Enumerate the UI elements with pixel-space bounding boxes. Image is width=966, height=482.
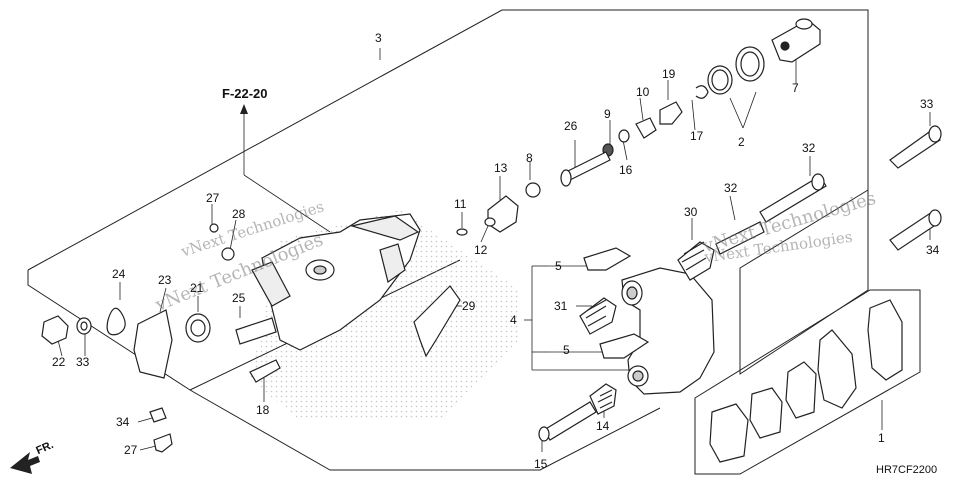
part-label-1[interactable]: 1 <box>878 431 885 445</box>
part-label-11[interactable]: 12 <box>474 243 488 257</box>
part-label-29a[interactable]: 30 <box>684 205 698 219</box>
reference-label[interactable]: F-22-20 <box>222 86 268 101</box>
part-label-14[interactable]: 15 <box>534 457 548 471</box>
part-label-12[interactable]: 13 <box>494 161 508 175</box>
slide-pins <box>538 125 942 442</box>
part-label-17[interactable]: 18 <box>256 403 270 417</box>
part-label-13[interactable]: 14 <box>596 419 610 433</box>
part-label-19[interactable]: 21 <box>190 281 204 295</box>
part-label-thirty-three[interactable]: 33 <box>76 355 90 369</box>
part-label-16[interactable]: 17 <box>690 129 704 143</box>
part-label-5a[interactable]: 5 <box>555 259 562 273</box>
reference-arrow <box>240 104 248 114</box>
part-label-3[interactable]: 3 <box>375 31 382 45</box>
part-label-23[interactable]: 25 <box>232 291 246 305</box>
part-label-9[interactable]: 10 <box>636 85 650 99</box>
part-label-30[interactable]: 32 <box>724 181 738 195</box>
caliper-bracket <box>621 267 715 395</box>
part-label-4[interactable]: 4 <box>510 313 517 327</box>
small-parts <box>41 223 281 453</box>
part-label-22[interactable]: 24 <box>112 267 126 281</box>
part-label-18[interactable]: 19 <box>662 67 676 81</box>
part-label-15[interactable]: 16 <box>619 163 633 177</box>
clips <box>583 247 650 359</box>
part-label-6[interactable]: 7 <box>792 81 799 95</box>
part-label-20[interactable]: 22 <box>52 355 66 369</box>
fr-arrow-icon <box>10 452 40 474</box>
part-label-7[interactable]: 8 <box>526 151 533 165</box>
part-label-28[interactable]: 29 <box>462 299 476 313</box>
part-label-21[interactable]: 23 <box>158 273 172 287</box>
part-label-32a[interactable]: 33 <box>920 97 934 111</box>
caliper-body <box>251 213 421 351</box>
part-label-8[interactable]: 9 <box>604 107 611 121</box>
drawing-code: HR7CF2200 <box>876 464 938 476</box>
boots <box>579 241 715 415</box>
pad-set-frame <box>694 289 921 475</box>
part-label-26[interactable]: 28 <box>232 207 246 221</box>
part-label-32b[interactable]: 34 <box>926 243 940 257</box>
pad-spring <box>413 285 461 358</box>
part-label-twenty-seven[interactable]: 27 <box>124 443 138 457</box>
piston-parts <box>602 18 821 157</box>
part-label-31[interactable]: 32 <box>802 141 816 155</box>
part-label-24[interactable]: 26 <box>564 119 578 133</box>
part-label-25[interactable]: 27 <box>206 191 220 205</box>
part-label-10[interactable]: 11 <box>454 197 467 211</box>
brake-pads <box>709 299 903 463</box>
screw-parts <box>456 151 611 236</box>
part-label-5b[interactable]: 5 <box>563 343 570 357</box>
part-label-thirty-four[interactable]: 34 <box>116 415 130 429</box>
part-label-2[interactable]: 2 <box>738 135 745 149</box>
part-label-29b[interactable]: 31 <box>554 299 568 313</box>
